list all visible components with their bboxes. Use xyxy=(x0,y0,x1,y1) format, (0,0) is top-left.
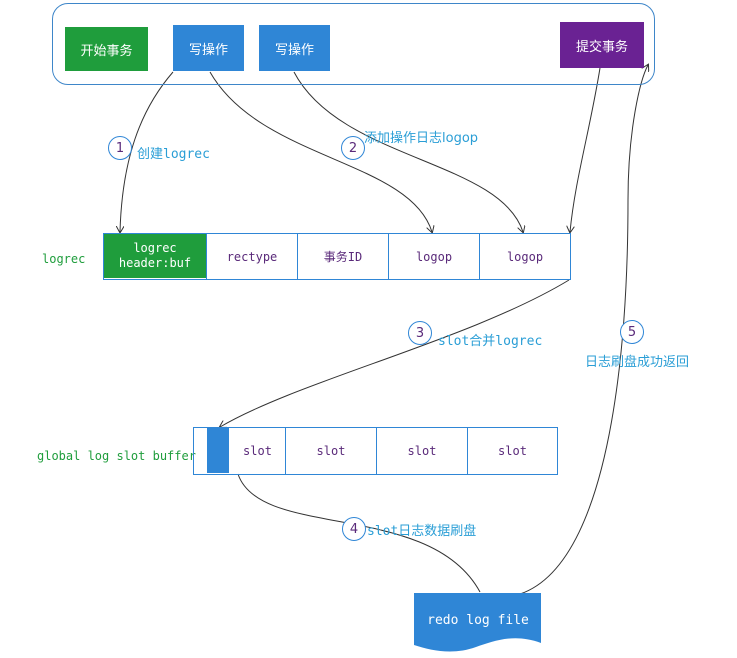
step-5-label: 日志刷盘成功返回 xyxy=(585,355,690,370)
slot-buffer-write-pointer xyxy=(207,428,229,473)
logrec-logop-cell-2: logop xyxy=(479,233,571,280)
slot-buffer: slot slot slot slot xyxy=(193,426,558,475)
logrec-row-label: logrec xyxy=(42,252,86,266)
slot-cell-3: slot xyxy=(376,426,468,475)
write-op-box-1: 写操作 xyxy=(173,25,244,71)
step-3-label: slot合并logrec xyxy=(438,334,543,349)
commit-transaction-box: 提交事务 xyxy=(560,22,644,68)
step-4-marker: 4 xyxy=(342,517,366,541)
step-3-marker: 3 xyxy=(408,321,432,345)
logrec-rectype-cell: rectype xyxy=(206,233,298,280)
arrow-commit-to-logrec-end xyxy=(570,67,601,232)
arrow-write2-to-logop2 xyxy=(293,71,523,232)
redo-log-file-shape xyxy=(414,593,541,652)
write-op-box-2: 写操作 xyxy=(259,25,330,71)
logrec-logop-cell-1: logop xyxy=(388,233,480,280)
logrec-record: logrec header:buf rectype 事务ID logop log… xyxy=(103,233,571,280)
arrow-write1-to-logrec-header xyxy=(120,71,174,232)
step-1-marker: 1 xyxy=(108,136,132,160)
step-4-label: slot日志数据刷盘 xyxy=(367,524,477,539)
logrec-header-line2: header:buf xyxy=(118,256,192,270)
step-5-marker: 5 xyxy=(620,320,644,344)
transaction-frame xyxy=(52,3,655,85)
step-2-label: 添加操作日志logop xyxy=(364,131,479,146)
slot-cell-2: slot xyxy=(285,426,377,475)
step-2-marker: 2 xyxy=(341,136,365,160)
arrow-write1-to-logop1 xyxy=(209,71,432,232)
logrec-txid-cell: 事务ID xyxy=(297,233,389,280)
logrec-header-cell: logrec header:buf xyxy=(104,234,206,278)
slot-cell-4: slot xyxy=(467,426,558,475)
slot-buffer-row-label: global log slot buffer xyxy=(37,449,196,463)
step-1-label: 创建logrec xyxy=(137,147,210,162)
arrow-logrec-to-slot xyxy=(220,279,570,427)
logrec-header-line1: logrec xyxy=(133,241,177,255)
redo-log-file-label: redo log file xyxy=(427,613,529,628)
arrow-redo-to-commit xyxy=(519,65,648,595)
begin-transaction-box: 开始事务 xyxy=(65,27,148,71)
slot-cell-1: slot xyxy=(194,426,286,475)
